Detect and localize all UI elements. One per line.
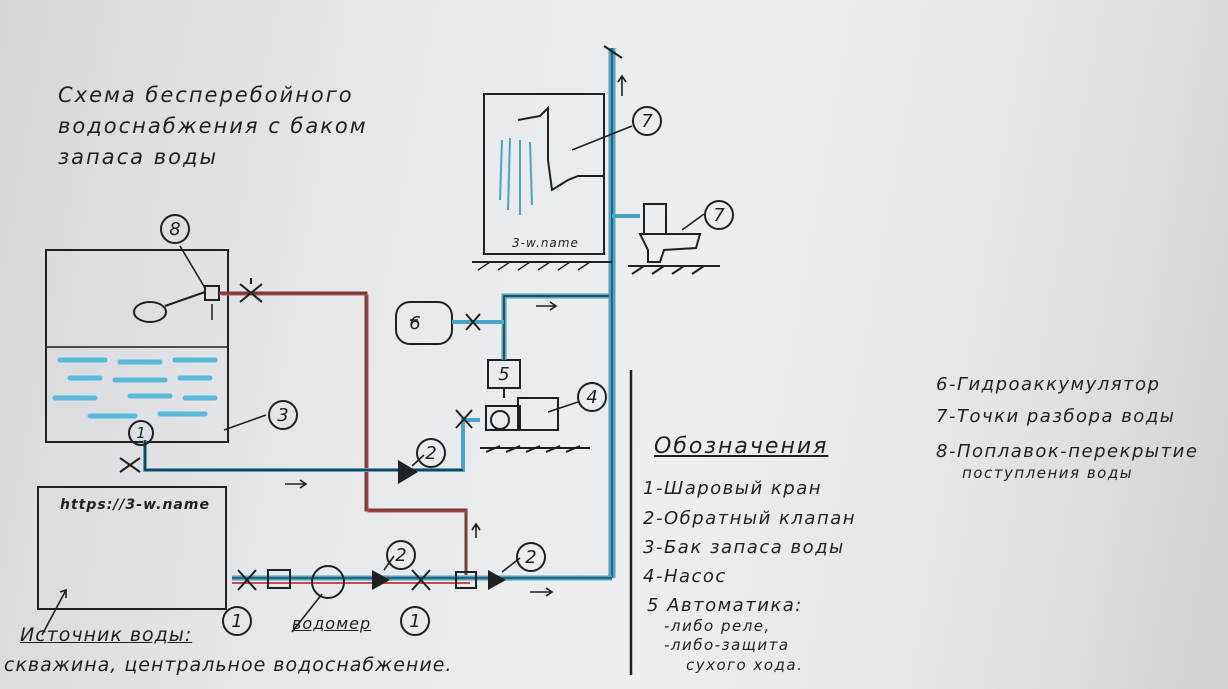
legend-sub-3: сухого хода. (686, 656, 804, 674)
legend-item-1: 1-Шаровый кран (643, 478, 823, 499)
shower-head (517, 105, 604, 192)
float-valve (204, 285, 220, 301)
legend-item-8: 8-Поплавок-перекрытие (936, 441, 1199, 462)
outlet-tap (119, 457, 141, 473)
marker-tap-b: 1 (400, 606, 430, 636)
title-line-2: водоснабжения с баком (58, 114, 368, 138)
water-meter (311, 565, 345, 599)
title-line-3: запаса воды (58, 145, 219, 169)
bottom-tap (411, 569, 431, 591)
legend-item-6: 6-Гидроаккумулятор (936, 374, 1161, 395)
legend-item-5: 5 Автоматика: (647, 595, 803, 616)
tank-water (52, 357, 218, 419)
marker-check-valve-b: 2 (386, 540, 416, 570)
legend-item-4: 4-Насос (643, 566, 727, 587)
accumulator-valve (465, 313, 481, 331)
toilet (612, 203, 720, 275)
marker-float: 8 (160, 214, 190, 244)
water-source-box (37, 486, 227, 610)
marker-pump: 4 (577, 382, 607, 412)
diagram-title: Схема бесперебойного водоснабжения с бак… (58, 80, 368, 173)
pump-to-riser-pipe (501, 293, 612, 360)
legend-sub-1: -либо реле, (664, 617, 771, 635)
shower-enclosure (483, 93, 605, 255)
legend-item-3: 3-Бак запаса воды (643, 537, 845, 558)
tee-fitting (455, 571, 477, 589)
legend-sub-2: -либо-защита (664, 636, 790, 654)
source-label: Источник воды: (20, 624, 193, 646)
shower-watermark: 3-w.name (512, 236, 579, 250)
pump-drawing (480, 397, 590, 453)
marker-toilet: 7 (704, 200, 734, 230)
legend-item-7: 7-Точки разбора воды (936, 406, 1176, 427)
marker-tap-c: 1 (128, 420, 154, 446)
marker-automation: 5 (498, 363, 510, 385)
pump-inlet-valve (455, 409, 473, 429)
tank-inlet-valve (239, 283, 263, 303)
source-box-url: https://3-w.name (60, 497, 210, 513)
marker-tap-a: 1 (222, 606, 252, 636)
fill-pipe (219, 291, 468, 575)
legend-heading: Обозначения (654, 434, 829, 459)
source-description: скважина, центральное водоснабжение. (4, 654, 453, 676)
title-line-1: Схема бесперебойного (58, 83, 354, 107)
marker-tank: 3 (268, 400, 298, 430)
float-ball (133, 301, 167, 323)
marker-check-valve-a: 2 (416, 438, 446, 468)
marker-shower: 7 (632, 106, 662, 136)
check-valve-riser (488, 570, 506, 590)
legend-item-2: 2-Обратный клапан (643, 508, 857, 529)
inlet-tap (237, 569, 257, 591)
check-valve-bottom (372, 570, 390, 590)
inlet-filter (267, 569, 291, 589)
legend-item-8-cont: поступления воды (962, 464, 1134, 482)
check-valve-outlet (398, 460, 418, 484)
marker-check-valve-c: 2 (516, 542, 546, 572)
meter-label: водомер (292, 614, 372, 633)
marker-accumulator: 6 (409, 312, 421, 334)
